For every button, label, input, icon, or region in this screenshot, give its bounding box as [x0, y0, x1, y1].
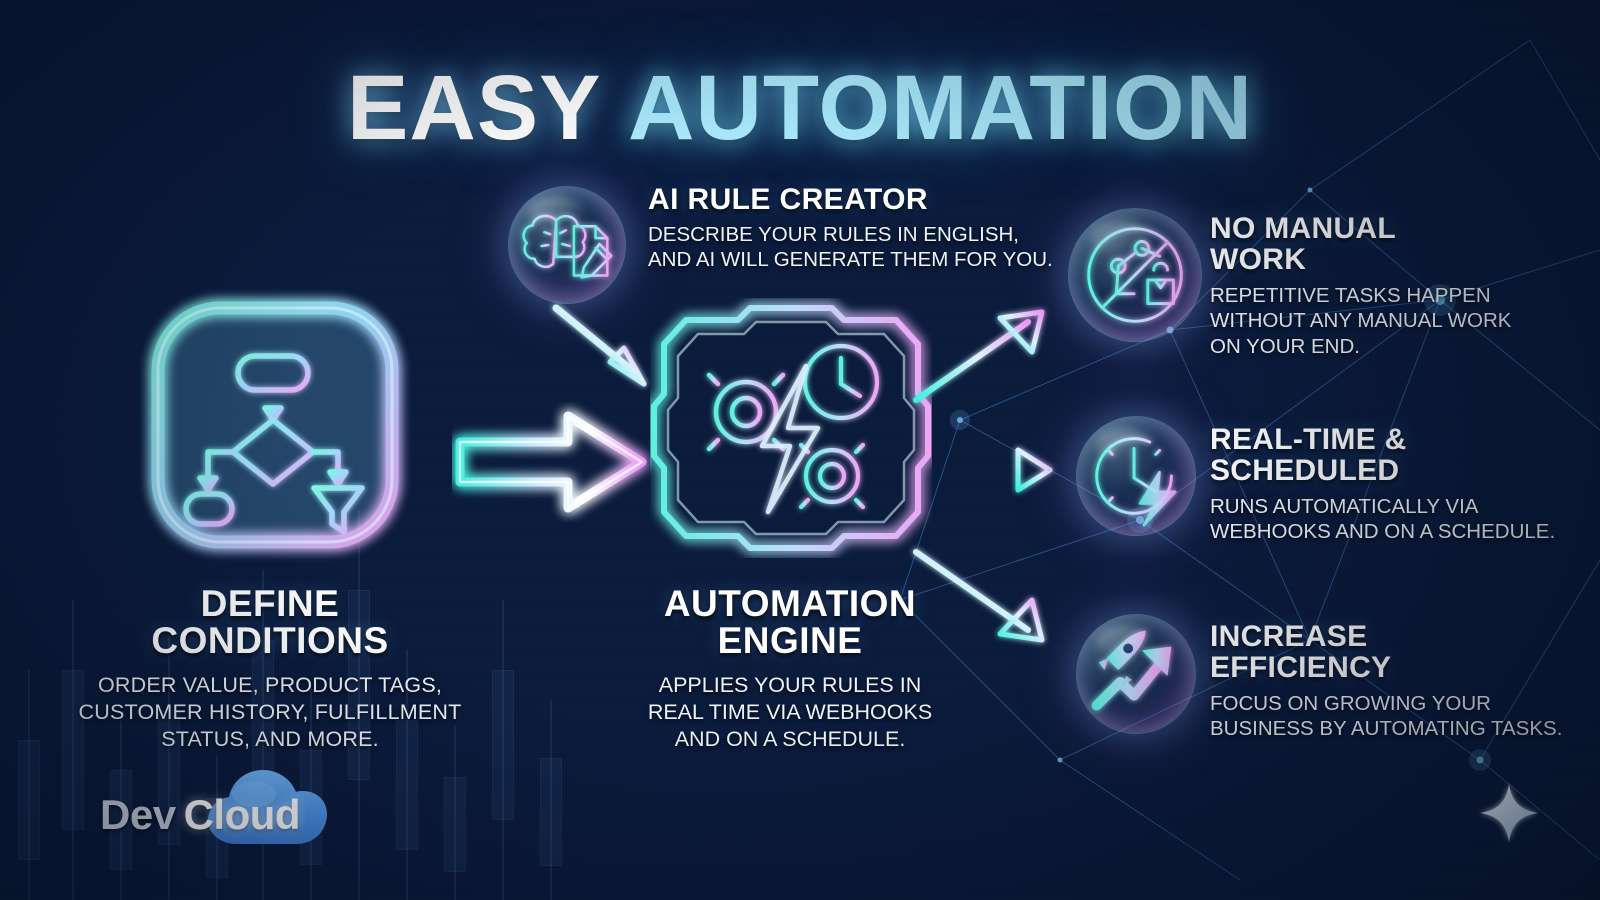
infographic-canvas: EASY AUTOMATION — [0, 0, 1600, 900]
vignette-overlay — [0, 0, 1600, 900]
